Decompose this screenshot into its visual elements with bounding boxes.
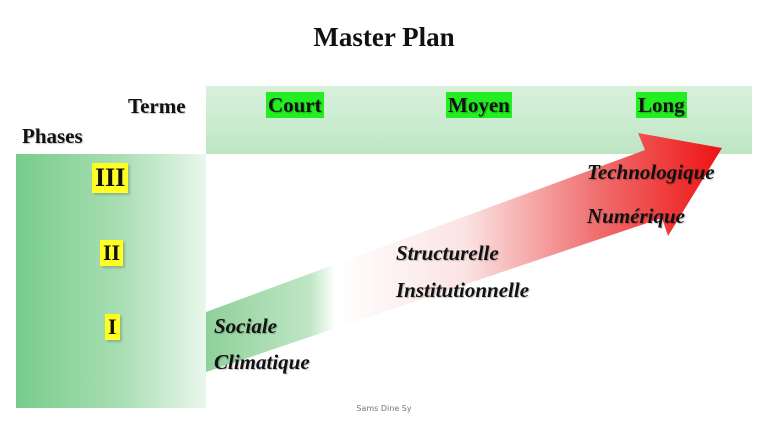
term-label: Terme — [128, 94, 186, 118]
phase-column-band — [16, 154, 206, 408]
column-moyen: Moyen — [446, 92, 512, 118]
label-structurelle: Structurelle — [396, 241, 499, 265]
slide-title: Master Plan — [313, 22, 455, 52]
column-court: Court — [266, 92, 324, 118]
label-institutionnelle: Institutionnelle — [396, 278, 530, 302]
label-climatique: Climatique — [214, 350, 310, 374]
phase-i: I — [105, 314, 120, 340]
label-sociale: Sociale — [214, 314, 277, 338]
label-technologique: Technologique — [587, 160, 715, 184]
label-numerique: Numérique — [587, 204, 686, 228]
column-long: Long — [636, 92, 687, 118]
phase-iii: III — [92, 163, 129, 193]
arrow-shape — [206, 133, 722, 372]
phases-label: Phases — [22, 124, 83, 148]
footer-author: Sams Dine Sy — [356, 404, 412, 413]
phase-ii: II — [100, 240, 124, 266]
